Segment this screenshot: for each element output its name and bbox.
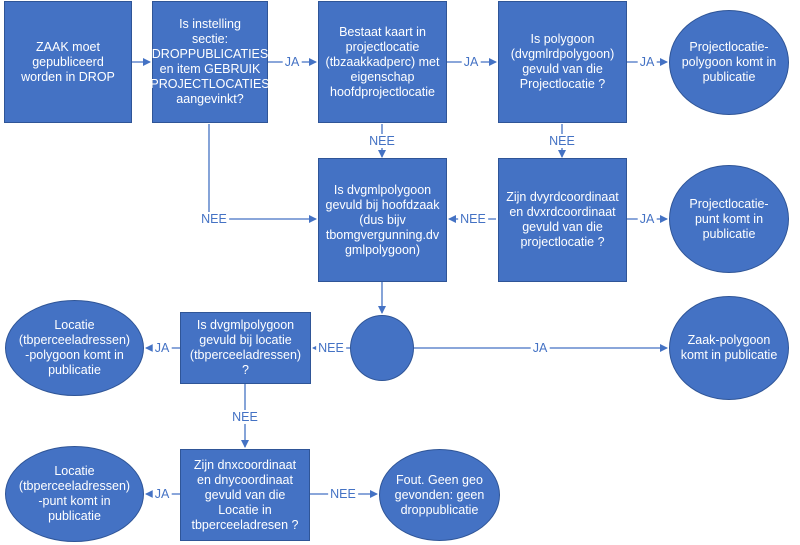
edge-label-merge-to-location-q: NEE [316, 341, 346, 355]
edge-label-location-polygon-to-result: JA [152, 341, 172, 355]
start-box: ZAAK moet gepubliceerd worden in DROP [4, 1, 132, 123]
project-polygon-result-oval: Projectlocatie- polygoon komt in publica… [669, 10, 789, 115]
edge-label-location-coords-to-error: NEE [328, 487, 358, 501]
edge-label-setting-to-main-case: NEE [199, 212, 229, 226]
setting-question-box: Is instelling sectie: DROPPUBLICATIES en… [150, 1, 270, 123]
location-point-result-oval: Locatie (tbperceeladressen) -punt komt i… [5, 446, 144, 542]
edge-label-coords-to-main-case: NEE [458, 212, 488, 226]
edge-label-location-polygon-to-coords: NEE [230, 410, 260, 424]
coords-question-box: Zijn dvyrdcoordinaat en dvxrdcoordinaat … [498, 158, 627, 282]
merge-circle [350, 315, 414, 381]
edge-label-setting-to-map: JA [282, 55, 302, 69]
main-case-question-box: Is dvgmlpolygoon gevuld bij hoofdzaak (d… [318, 158, 447, 282]
edge-label-polygon-to-coords: NEE [547, 134, 577, 148]
edge-setting-main-case [208, 124, 317, 223]
map-exists-question-box: Bestaat kaart in projectlocatie (tbzaakk… [318, 1, 447, 123]
location-polygon-result-oval: Locatie (tbperceeladressen) -polygoon ko… [5, 300, 144, 396]
edge-label-location-coords-to-result: JA [152, 487, 172, 501]
edge-label-map-to-polygon: JA [461, 55, 481, 69]
edge-label-polygon-to-result: JA [637, 55, 657, 69]
case-polygon-result-oval: Zaak-polygoon komt in publicatie [669, 296, 789, 400]
location-coords-question-box: Zijn dnxcoordinaat en dnycoordinaat gevu… [180, 449, 310, 541]
location-polygon-question-box: Is dvgmlpolygoon gevuld bij locatie (tbp… [180, 312, 311, 384]
error-result-oval: Fout. Geen geo gevonden: geen droppublic… [379, 449, 500, 541]
edge-label-map-to-main-case: NEE [367, 134, 397, 148]
project-point-result-oval: Projectlocatie- punt komt in publicatie [669, 165, 789, 273]
edge-label-merge-to-case-polygon: JA [530, 341, 550, 355]
polygon-question-box: Is polygoon (dvgmlrdpolygoon) gevuld van… [498, 1, 627, 123]
edge-label-coords-to-point: JA [637, 212, 657, 226]
